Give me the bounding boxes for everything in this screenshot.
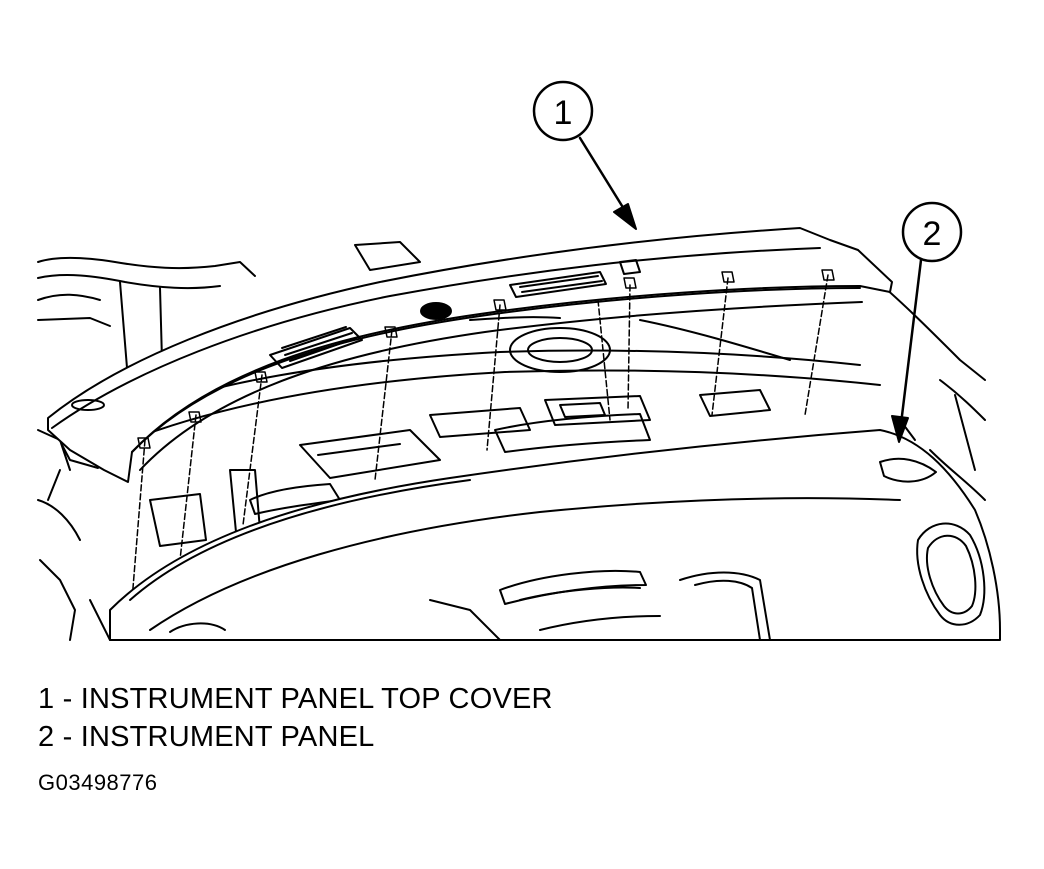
- instrument-panel-top-cover: [47, 227, 893, 483]
- legend-item-1: 1 - INSTRUMENT PANEL TOP COVER: [38, 683, 553, 715]
- callout-1-number: 1: [554, 94, 573, 132]
- callout-2: 2: [891, 201, 963, 443]
- legend-item-2: 2 - INSTRUMENT PANEL: [38, 721, 375, 753]
- callout-1: 1: [532, 80, 637, 230]
- body-frame-left: [37, 256, 256, 641]
- fastener-clips: [131, 269, 835, 601]
- arrowhead-2: [891, 415, 909, 443]
- legend: 1 - INSTRUMENT PANEL TOP COVER 2 - INSTR…: [38, 680, 553, 756]
- instrument-panel: [109, 429, 1001, 641]
- figure-id: G03498776: [38, 770, 158, 795]
- arrowhead-1: [613, 203, 637, 230]
- instrument-panel-illustration: 1 2: [37, 80, 1001, 641]
- callout-2-number: 2: [923, 215, 942, 253]
